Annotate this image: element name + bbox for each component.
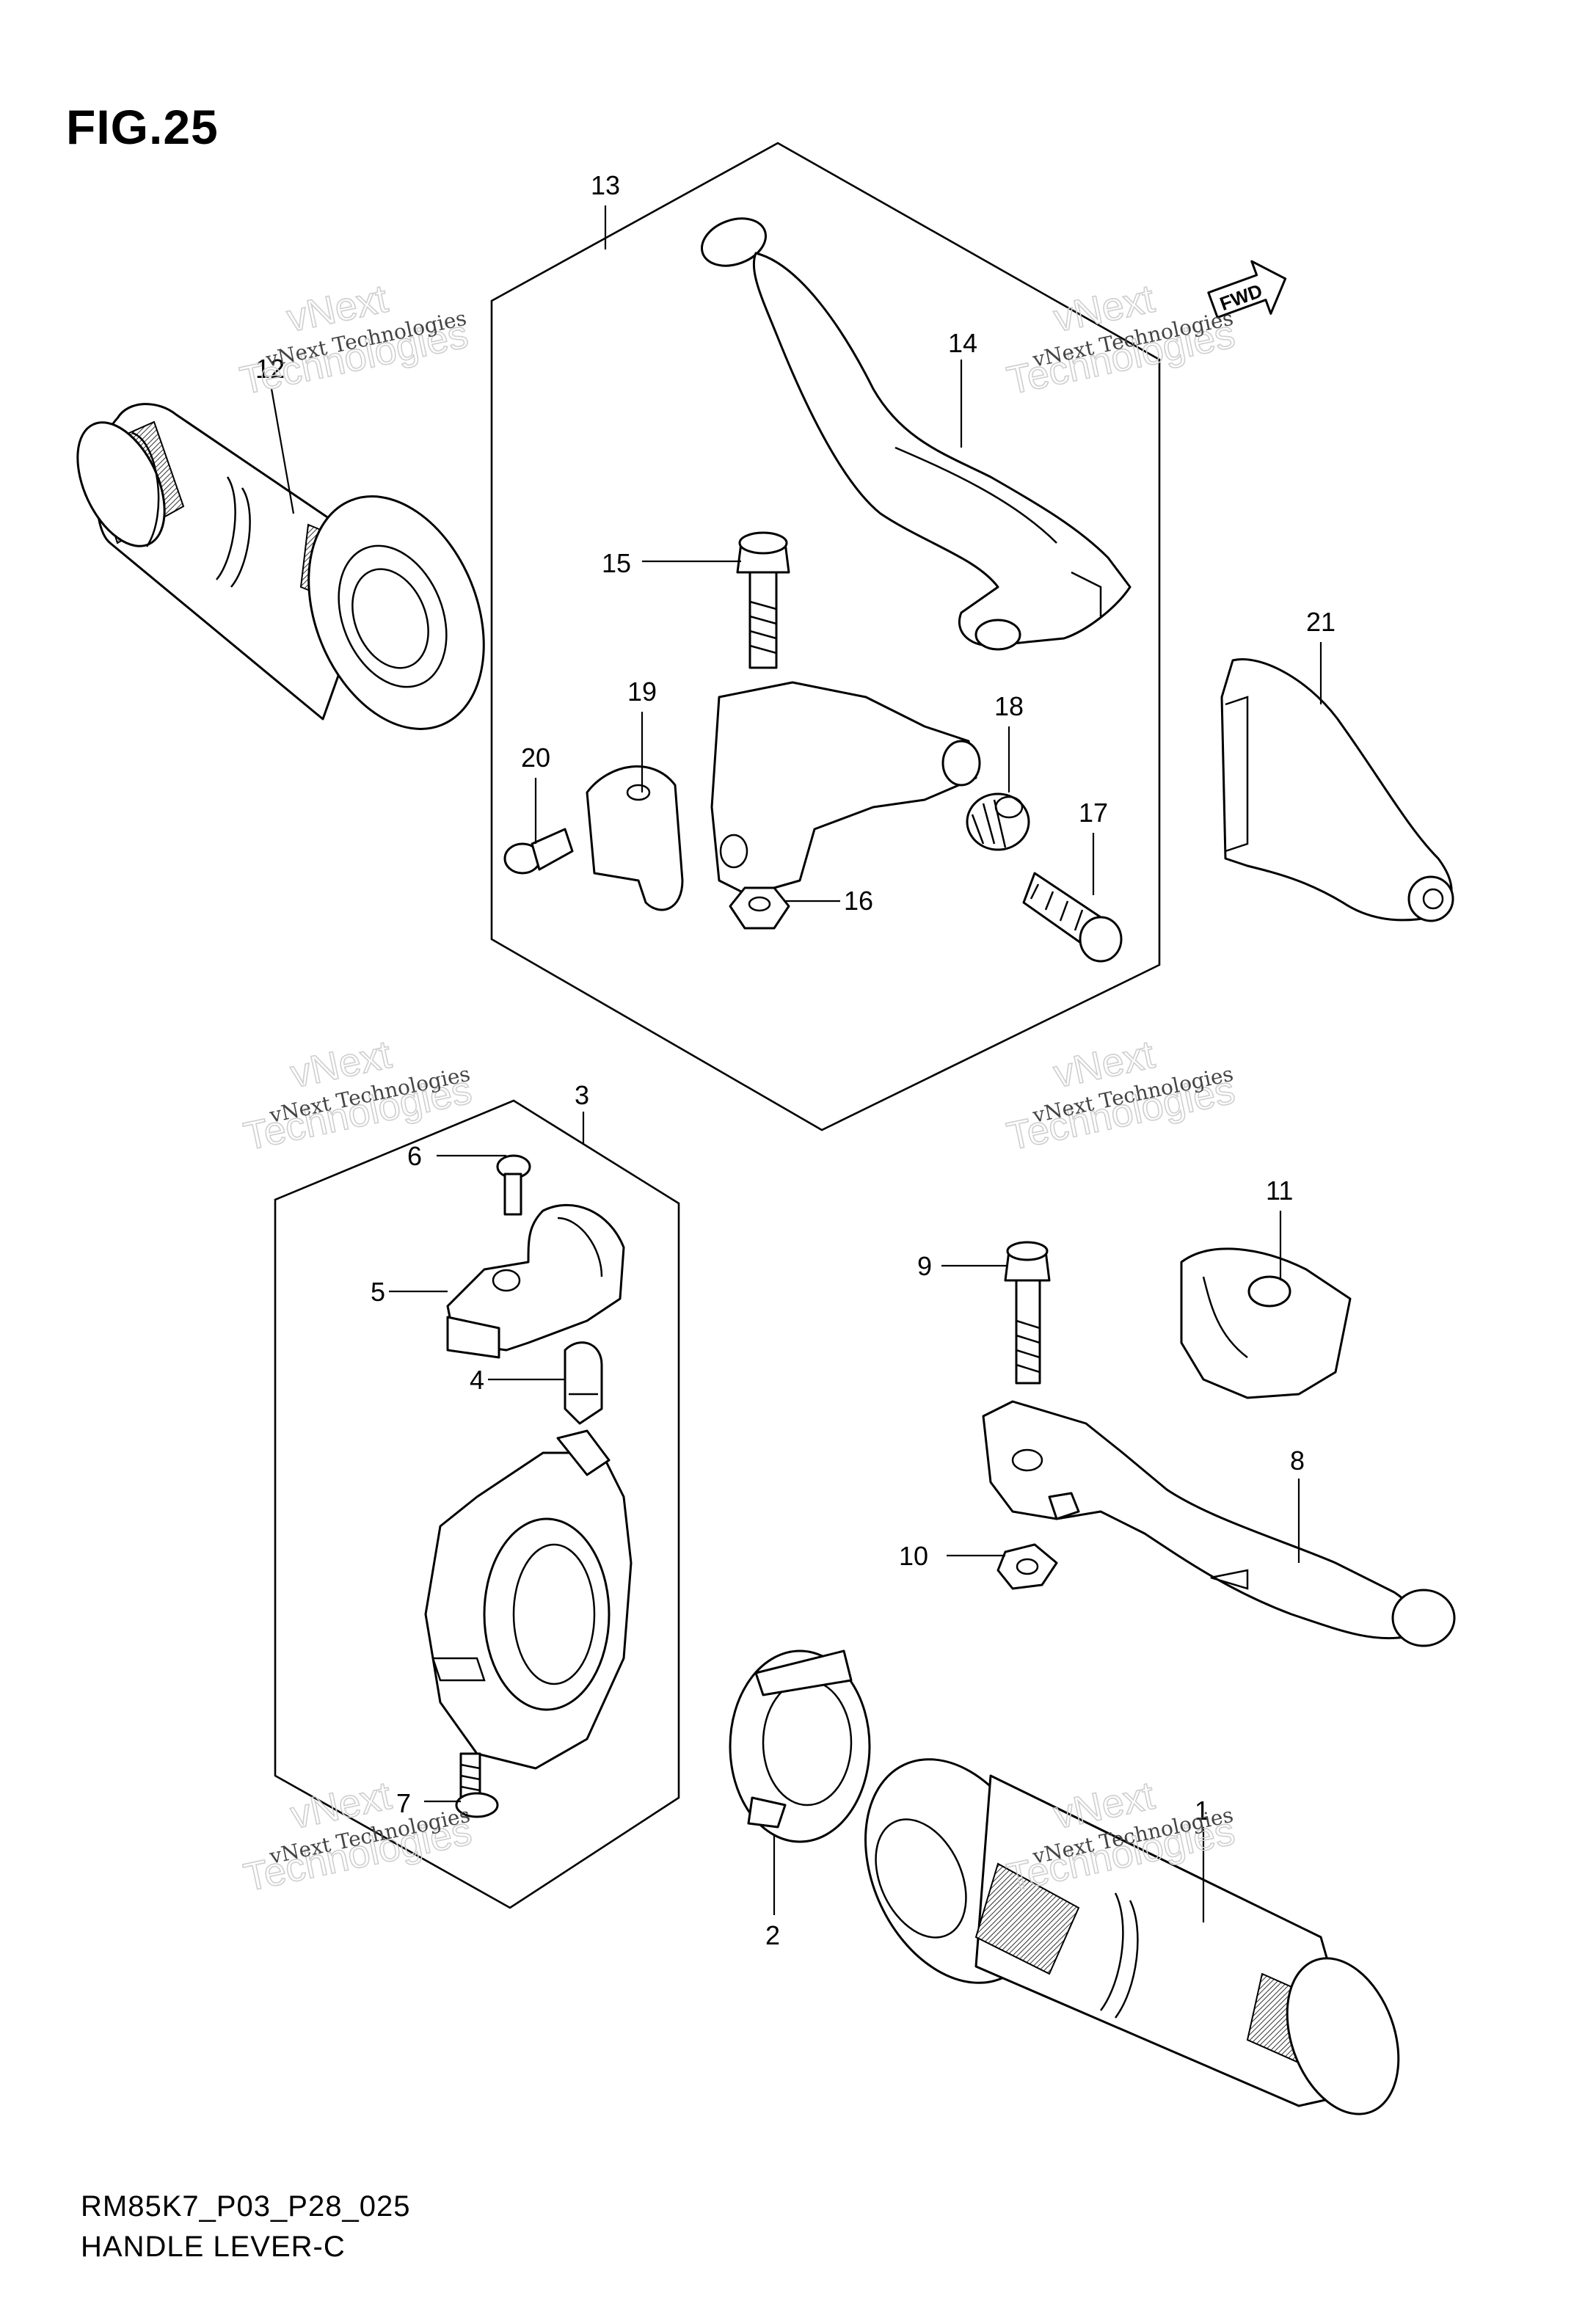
throttle-grip-1-part (864, 1758, 1400, 2115)
callout-labels: 13 14 12 15 19 20 18 17 16 21 3 6 5 4 7 … (255, 170, 1336, 1950)
callout-4: 4 (470, 1365, 484, 1395)
callout-21: 21 (1306, 607, 1336, 637)
callout-5: 5 (371, 1277, 385, 1307)
callout-14: 14 (948, 328, 977, 358)
screw-6-part (496, 1154, 531, 1216)
figure-title: FIG.25 (66, 100, 219, 154)
model-code: RM85K7_P03_P28_025 (81, 2190, 411, 2223)
watermark-mid-right: vNext Technologies vNext Technologies (1002, 1032, 1239, 1159)
adjuster-bolt-17-part (1022, 872, 1123, 963)
adjuster-nut-18-part (966, 792, 1030, 851)
screw-20-part (503, 828, 574, 875)
callout-9: 9 (917, 1251, 932, 1281)
callout-7: 7 (396, 1788, 411, 1818)
watermark-bottom-left: vNext Technologies vNext Technologies (239, 1773, 475, 1900)
grip-left-part (76, 403, 485, 730)
callout-10: 10 (899, 1541, 928, 1571)
callout-20: 20 (521, 743, 550, 773)
lever-holder-part (586, 681, 981, 911)
lever-lower-8-part (982, 1400, 1456, 1647)
lever-cover-21-part (1220, 658, 1454, 922)
callout-2: 2 (765, 1920, 780, 1950)
watermark-top-right: vNext Technologies vNext Technologies (1002, 276, 1239, 404)
callout-16: 16 (844, 886, 873, 916)
screw-7-part (455, 1752, 499, 1818)
forward-direction-arrow: FWD (1207, 260, 1287, 319)
nut-16-part (729, 886, 790, 930)
callout-8: 8 (1290, 1445, 1305, 1476)
switch-housing-3-part (424, 1429, 633, 1770)
clamp-5-part (446, 1203, 625, 1359)
callout-18: 18 (994, 691, 1024, 721)
watermark-top-left: vNext Technologies vNext Technologies (236, 276, 472, 404)
clip-4-part (564, 1341, 603, 1425)
callout-15: 15 (602, 548, 631, 578)
callout-1: 1 (1195, 1796, 1209, 1826)
callout-11: 11 (1266, 1175, 1293, 1206)
boot-11-part (1180, 1247, 1352, 1399)
callout-12: 12 (255, 354, 285, 384)
callout-17: 17 (1079, 798, 1108, 828)
lever-upper-part (700, 217, 1132, 651)
kit-boundary-13 (490, 142, 1161, 1131)
bolt-9-part (1004, 1241, 1051, 1385)
callout-3: 3 (575, 1080, 589, 1110)
nut-10-part (996, 1543, 1058, 1590)
callout-19: 19 (627, 677, 657, 707)
leader-lines (270, 205, 1322, 1922)
assembly-name: HANDLE LEVER-C (81, 2231, 346, 2263)
callout-6: 6 (407, 1141, 422, 1171)
watermark-mid-left: vNext Technologies vNext Technologies (239, 1032, 475, 1159)
kit-boundary-3 (274, 1099, 680, 1909)
throttle-cam-2-part (729, 1649, 871, 1843)
bolt-15-part (736, 531, 790, 669)
callout-13: 13 (591, 170, 620, 200)
